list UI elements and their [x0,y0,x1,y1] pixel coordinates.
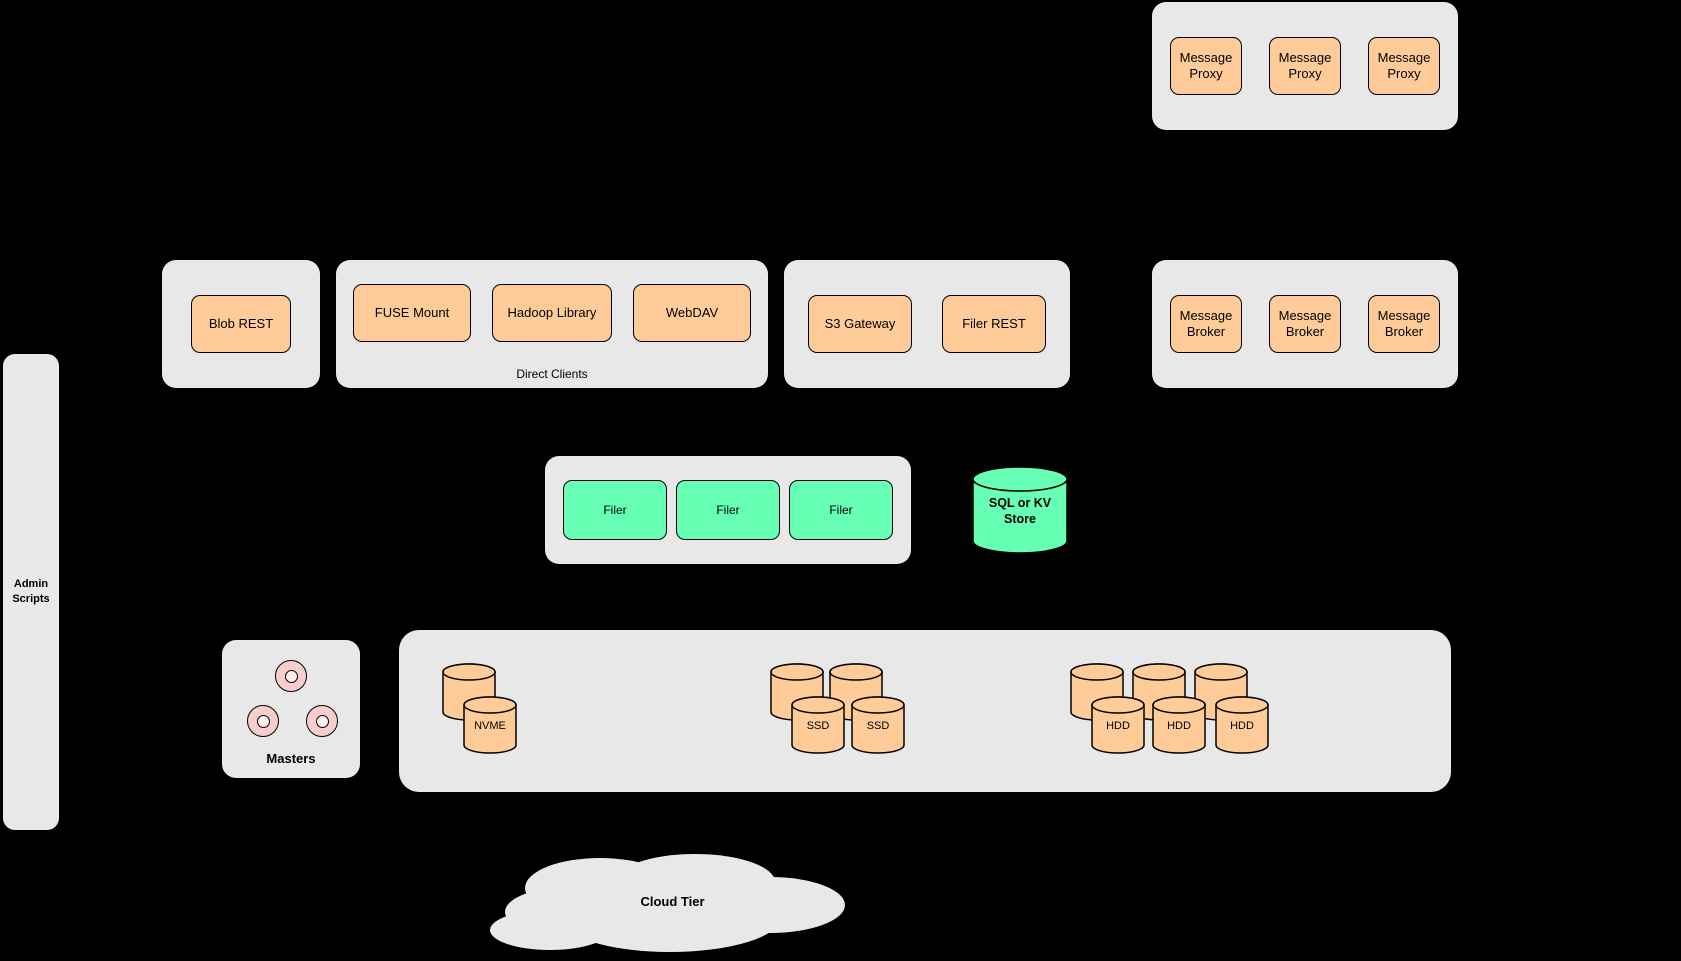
masters-label: Masters [266,751,316,766]
message-broker-row: Message Broker Message Broker Message Br… [1152,260,1458,388]
hdd-label: HDD [1230,720,1254,732]
gateway-group: S3 Gateway Filer REST [784,260,1070,388]
master-node-core [284,669,298,683]
message-proxy-group: Message Proxy Message Proxy Message Prox… [1152,2,1458,130]
hdd-cylinder: HDD [1152,696,1206,754]
filer-node: Filer [789,480,893,540]
disk-cylinder-icon [1215,696,1269,754]
nvme-cylinder: NVME [463,696,517,754]
message-broker-group: Message Broker Message Broker Message Br… [1152,260,1458,388]
ssd-cylinder: SSD [851,696,905,754]
master-node-core [315,714,329,728]
filer-group: Filer Filer Filer [545,456,911,564]
gateway-row: S3 Gateway Filer REST [784,260,1070,388]
masters-group: Masters [222,640,360,778]
sql-kv-store-label: SQL or KV Store [988,496,1052,526]
sql-kv-store-cylinder: SQL or KV Store [972,466,1068,554]
database-cylinder-icon [972,466,1068,554]
hdd-label: HDD [1106,720,1130,732]
s3-gateway-node: S3 Gateway [808,295,912,353]
message-proxy-row: Message Proxy Message Proxy Message Prox… [1152,2,1458,130]
cloud-icon [490,854,845,952]
master-node [275,660,307,692]
disk-cylinder-icon [1152,696,1206,754]
direct-clients-group: FUSE Mount Hadoop Library WebDAV Direct … [336,260,768,388]
message-proxy-node: Message Proxy [1170,37,1242,95]
nvme-label: NVME [474,720,506,732]
disk-cylinder-icon [791,696,845,754]
hadoop-library-node: Hadoop Library [492,284,612,342]
message-broker-node: Message Broker [1269,295,1341,353]
admin-scripts-label: Admin Scripts [12,578,50,605]
ssd-label: SSD [806,720,830,732]
message-proxy-node: Message Proxy [1269,37,1341,95]
cloud-tier-label: Cloud Tier [640,894,705,909]
filer-node: Filer [563,480,667,540]
ssd-cylinder: SSD [791,696,845,754]
filer-rest-node: Filer REST [942,295,1046,353]
disk-cylinder-icon [463,696,517,754]
hdd-label: HDD [1167,720,1191,732]
filer-node: Filer [676,480,780,540]
hdd-cylinder: HDD [1215,696,1269,754]
hdd-cylinder: HDD [1091,696,1145,754]
blob-rest-row: Blob REST [162,260,320,388]
master-node [306,705,338,737]
filer-row: Filer Filer Filer [545,456,911,564]
blob-rest-node: Blob REST [191,295,291,353]
disk-cylinder-icon [851,696,905,754]
disk-cylinder-icon [1091,696,1145,754]
message-proxy-node: Message Proxy [1368,37,1440,95]
message-broker-node: Message Broker [1170,295,1242,353]
ssd-label: SSD [866,720,890,732]
message-broker-node: Message Broker [1368,295,1440,353]
admin-scripts-bar: Admin Scripts [3,354,59,830]
cloud-tier: Cloud Tier [480,850,865,958]
volume-servers-group: NVME SSD [399,630,1451,792]
direct-clients-caption: Direct Clients [516,367,588,381]
webdav-node: WebDAV [633,284,751,342]
blob-rest-group: Blob REST [162,260,320,388]
direct-clients-row: FUSE Mount Hadoop Library WebDAV [336,260,768,388]
master-node [247,705,279,737]
fuse-mount-node: FUSE Mount [353,284,471,342]
master-node-core [256,714,270,728]
